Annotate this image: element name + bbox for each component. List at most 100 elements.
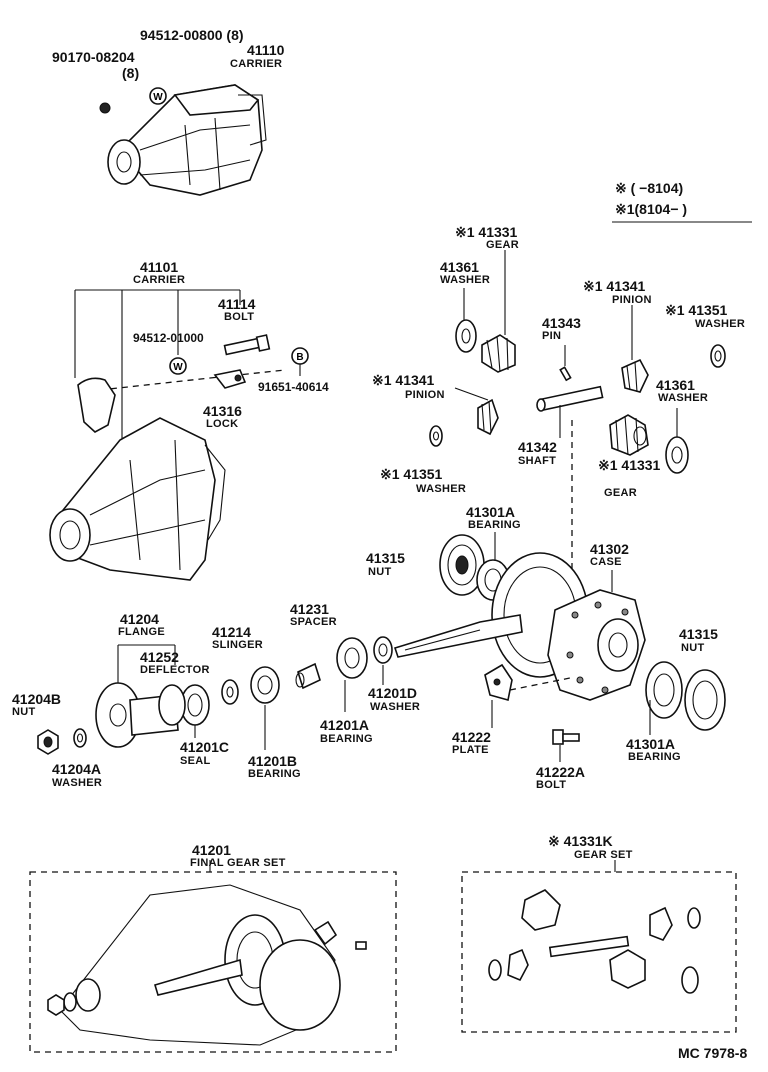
callout-41316-caption: LOCK (206, 418, 239, 430)
callout-41214-caption: SLINGER (212, 639, 263, 651)
washer-marker-2: W (169, 357, 187, 375)
callout-41343-number: 41343 (542, 315, 581, 331)
callout-41201d-number: 41201D (368, 685, 418, 701)
callout-41252-number: 41252 (140, 649, 179, 665)
gear-set-illustration (488, 889, 701, 994)
nut-41204b (37, 729, 59, 755)
nut-41315-right (684, 669, 726, 731)
callout-41222a-caption: BOLT (536, 779, 567, 791)
callout-41302-caption: CASE (590, 556, 622, 568)
callout-41214-number: 41214 (212, 624, 251, 640)
callout-41204a-number: 41204A (52, 761, 102, 777)
callout-41315-left-number: 41315 (366, 550, 405, 566)
callout-41201-number: 41201 (192, 842, 231, 858)
final-gear-set-illustration (47, 884, 367, 1046)
callout-41301a-right-caption: BEARING (628, 751, 681, 763)
legend-row-2: ※1(8104− ) (615, 201, 688, 217)
callout-90170-08204: 90170-08204 (52, 49, 135, 65)
callout-41331-right-caption: GEAR (604, 487, 637, 499)
legend-row-1: ※ ( −8104) (615, 180, 684, 196)
callout-41114-number: 41114 (218, 296, 256, 312)
callout-41201a-number: 41201A (320, 717, 370, 733)
callout-41204b-caption: NUT (12, 706, 36, 718)
callout-41231-caption: SPACER (290, 616, 337, 628)
gear-41331-top (481, 334, 516, 373)
callout-41361-left-number: 41361 (440, 259, 479, 275)
callout-41222a-number: 41222A (536, 764, 586, 780)
callout-41341-left-number: ※1 41341 (372, 372, 435, 388)
bearing-41201a (336, 637, 368, 712)
callout-41331-top-number: ※1 41331 (455, 224, 518, 240)
marker-w-text: W (153, 92, 163, 103)
callout-41201c-number: 41201C (180, 739, 230, 755)
callout-41204-number: 41204 (120, 611, 159, 627)
callout-41315-left-caption: NUT (368, 566, 392, 578)
callout-41110-caption: CARRIER (230, 58, 283, 70)
bearing-41301a-left (439, 534, 485, 596)
callout-91651-40614: 91651-40614 (258, 380, 329, 394)
plate-41222 (484, 663, 571, 728)
callout-41361-right-number: 41361 (656, 377, 695, 393)
carrier-41110-illustration (99, 84, 267, 196)
spacer-41231 (295, 662, 321, 690)
callout-41315-right-caption: NUT (681, 642, 705, 654)
washer-marker-1: W (149, 87, 167, 105)
callout-41302-number: 41302 (590, 541, 629, 557)
washer-41361-right (665, 408, 689, 474)
callout-41101-caption: CARRIER (133, 274, 186, 286)
callout-41331-top-caption: GEAR (486, 239, 519, 251)
callout-41301a-right-number: 41301A (626, 736, 676, 752)
callout-41114-caption: BOLT (224, 311, 255, 323)
shaft-41342 (536, 385, 604, 438)
callout-41222-number: 41222 (452, 729, 491, 745)
callout-41301a-left-number: 41301A (466, 504, 516, 520)
callout-41201c-caption: SEAL (180, 755, 211, 767)
callout-41351-left-caption: WASHER (416, 483, 467, 495)
callout-41110-number: 41110 (247, 42, 285, 58)
callout-41331-right-number: ※1 41331 (598, 457, 661, 473)
seal-41201c (180, 684, 210, 738)
washer-41351-left (429, 425, 443, 447)
callout-41222-caption: PLATE (452, 744, 489, 756)
bolt-41222a (552, 729, 580, 762)
callout-41342-caption: SHAFT (518, 455, 557, 467)
pinion-41341-left (454, 387, 499, 436)
callout-41301a-left-caption: BEARING (468, 519, 521, 531)
callout-41315-right-number: 41315 (679, 626, 718, 642)
lock-41316 (213, 369, 247, 389)
pin-41343 (559, 345, 572, 382)
marker-w-text: W (173, 362, 183, 373)
callout-41341-right-caption: PINION (612, 294, 652, 306)
callout-41204-caption: FLANGE (118, 626, 166, 638)
callout-41201a-caption: BEARING (320, 733, 373, 745)
flange-41204 (95, 682, 179, 748)
pinion-shaft (393, 614, 523, 658)
callout-41331k-caption: GEAR SET (574, 849, 633, 861)
final-gear-set-box (29, 871, 397, 1053)
diagram-reference-code: MC 7978-8 (678, 1045, 748, 1061)
callout-41361-right-caption: WASHER (658, 392, 709, 404)
callout-41341-left-caption: PINION (405, 389, 445, 401)
callout-41361-left-caption: WASHER (440, 274, 491, 286)
washer-41201d (373, 636, 393, 685)
callout-41204b-number: 41204B (12, 691, 62, 707)
callout-41231-number: 41231 (290, 601, 329, 617)
deflector-41252 (158, 684, 186, 726)
callout-41316-number: 41316 (203, 403, 242, 419)
bolt-marker: B (291, 347, 309, 376)
callout-41342-number: 41342 (518, 439, 557, 455)
callout-41331k-number: ※ 41331K (548, 833, 613, 849)
marker-b-text: B (296, 352, 303, 363)
callout-94512-00800: 94512-00800 (8) (140, 27, 244, 43)
callout-41101-number: 41101 (140, 259, 179, 275)
callout-41351-right-number: ※1 41351 (665, 302, 728, 318)
gear-41331-right (609, 414, 649, 456)
slinger-41214 (221, 679, 239, 705)
callout-41351-right-caption: WASHER (695, 318, 746, 330)
callout-41341-right-number: ※1 41341 (583, 278, 646, 294)
bearing-41201b (250, 666, 280, 750)
washer-41351-right (710, 344, 726, 368)
bolt-41114 (223, 334, 271, 356)
callout-41201d-caption: WASHER (370, 701, 421, 713)
